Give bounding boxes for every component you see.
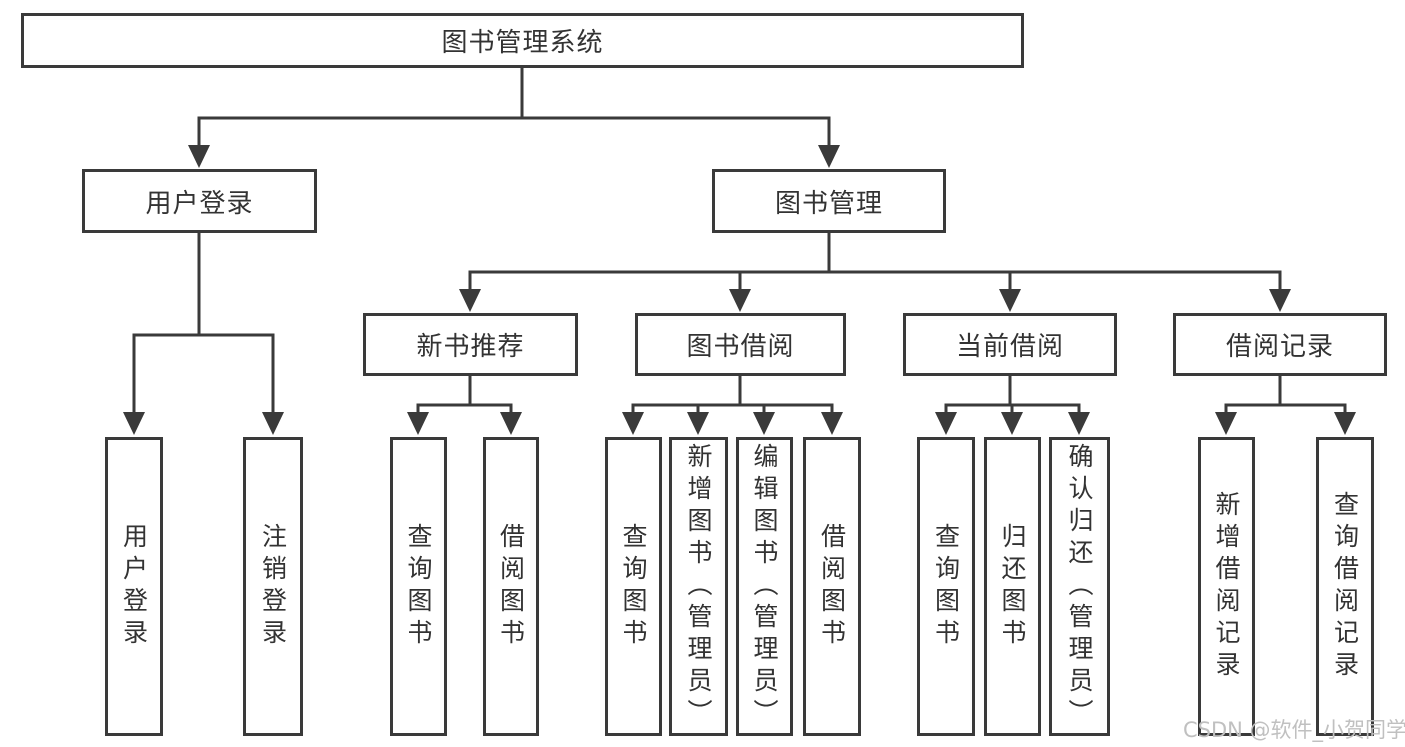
leaf-add-borrow-record-label: 新增借阅记录 [1212,490,1241,683]
leaf-confirm-return-admin: 确认归还（管理员） [1049,437,1110,736]
leaf-edit-book-admin: 编辑图书（管理员） [736,437,793,736]
node-user-login: 用户登录 [82,169,317,233]
node-root: 图书管理系统 [21,13,1024,68]
leaf-return-book-label: 归还图书 [998,522,1027,651]
leaf-query-books-current-label: 查询图书 [931,522,961,651]
node-current-borrowing-label: 当前借阅 [955,332,1064,362]
node-root-label: 图书管理系统 [441,28,604,58]
leaf-add-borrow-record: 新增借阅记录 [1198,437,1255,736]
leaf-query-books-recommend-label: 查询图书 [404,522,433,651]
node-book-management: 图书管理 [712,169,946,233]
leaf-borrow-books-borrowing-label: 借阅图书 [817,522,847,651]
leaf-query-borrow-record-label: 查询借阅记录 [1330,490,1360,683]
leaf-user-login: 用户登录 [105,437,163,736]
node-borrowing-records-label: 借阅记录 [1225,332,1334,362]
leaf-add-book-admin: 新增图书（管理员） [669,437,728,736]
node-new-book-recommendation: 新书推荐 [363,313,578,376]
node-book-management-label: 图书管理 [774,188,883,219]
arrowhead-icons [123,145,1356,435]
leaf-confirm-return-admin-label: 确认归还（管理员） [1065,442,1094,731]
node-book-borrowing-label: 图书借阅 [686,332,795,362]
leaf-borrow-books-borrowing: 借阅图书 [803,437,861,736]
leaf-return-book: 归还图书 [984,437,1041,736]
leaf-logout-label: 注销登录 [258,522,288,651]
node-new-book-recommendation-label: 新书推荐 [416,332,525,362]
leaf-logout: 注销登录 [243,437,303,736]
leaf-query-books-borrowing-label: 查询图书 [619,522,648,651]
tree-edges [132,66,1347,416]
leaf-query-books-recommend: 查询图书 [390,437,447,736]
node-current-borrowing: 当前借阅 [903,313,1117,376]
leaf-query-books-current: 查询图书 [917,437,975,736]
leaf-edit-book-admin-label: 编辑图书（管理员） [750,442,779,731]
node-borrowing-records: 借阅记录 [1173,313,1387,376]
leaf-borrow-books-recommend-label: 借阅图书 [496,522,526,651]
leaf-user-login-label: 用户登录 [119,522,149,651]
node-book-borrowing: 图书借阅 [635,313,846,376]
leaf-query-borrow-record: 查询借阅记录 [1316,437,1374,736]
csdn-watermark: CSDN @软件_小贺同学 [1183,718,1405,742]
leaf-query-books-borrowing: 查询图书 [605,437,662,736]
leaf-add-book-admin-label: 新增图书（管理员） [684,442,713,731]
leaf-borrow-books-recommend: 借阅图书 [483,437,539,736]
node-user-login-label: 用户登录 [145,188,254,219]
